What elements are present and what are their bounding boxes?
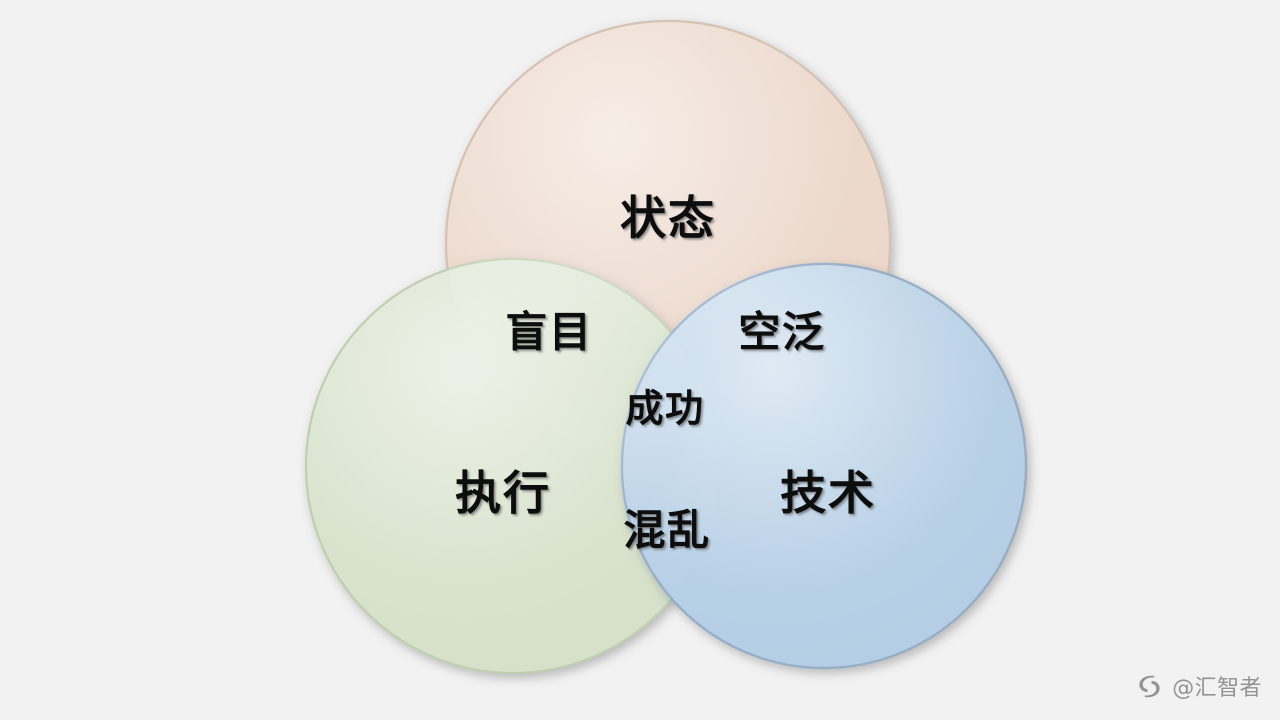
venn-label-top-right-intersection: 空泛	[738, 307, 826, 357]
venn-label-center-intersection: 成功	[625, 386, 705, 431]
venn-label-left-set: 执行	[455, 466, 551, 520]
venn-label-top-left-intersection: 盲目	[505, 307, 593, 357]
venn-label-top-set: 状态	[620, 191, 716, 245]
brand-logo-icon	[1139, 675, 1160, 697]
venn-label-right-set: 技术	[780, 466, 876, 520]
watermark: @汇智者	[1136, 670, 1262, 702]
venn-label-left-right-intersection: 混乱	[623, 505, 711, 555]
gloss-overlay-right	[623, 265, 1025, 667]
gloss-overlay-left	[307, 260, 719, 672]
watermark-text: @汇智者	[1172, 676, 1262, 701]
